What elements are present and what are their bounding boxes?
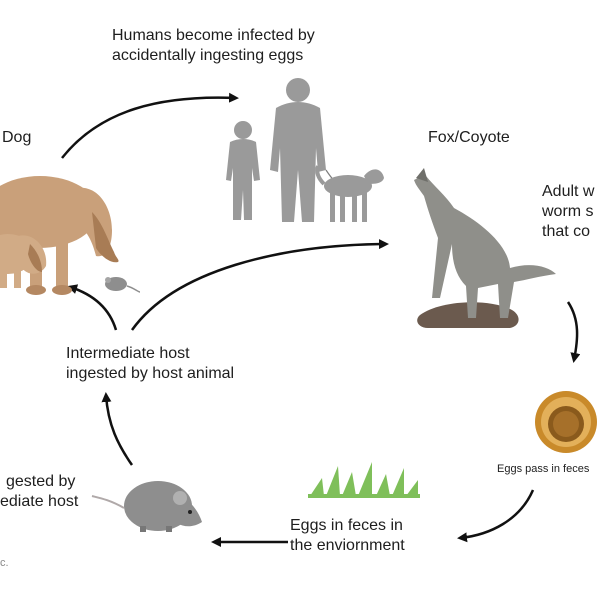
- label-intermediate-line1: Intermediate host: [66, 345, 190, 362]
- arrow-mouse-to-intermediate: [101, 392, 134, 466]
- arrow-intermediate-to-fox: [130, 239, 389, 331]
- humans-illustration: [226, 78, 384, 222]
- label-adult-line2: worm s: [542, 203, 594, 220]
- label-humans-line2: accidentally ingesting eggs: [112, 47, 304, 64]
- arrow-eggs-to-environment: [457, 489, 535, 543]
- arrow-dog-to-humans: [61, 92, 239, 159]
- mouse-illustration: [91, 481, 202, 532]
- label-intermediate-host: Intermediate host ingested by host anima…: [66, 344, 234, 384]
- label-eggs-env-line1: Eggs in feces in: [290, 517, 403, 534]
- label-eggs-environment: Eggs in feces in the enviornment: [290, 516, 405, 556]
- label-ingested-line1: gested by: [6, 473, 76, 490]
- egg-illustration: [535, 391, 597, 453]
- arrow-intermediate-to-dog: [67, 284, 118, 331]
- small-mouse-illustration: [105, 277, 141, 293]
- label-dog: Dog: [2, 129, 32, 146]
- dog-illustration: [0, 176, 119, 295]
- label-eggs-env-line2: the enviornment: [290, 537, 405, 554]
- label-ingested-line2: ediate host: [0, 493, 79, 510]
- label-adult-worm: Adult w worm s that co: [542, 182, 594, 242]
- label-adult-line3: that co: [542, 223, 591, 240]
- label-humans: Humans become infected by accidentally i…: [112, 26, 315, 66]
- label-adult-line1: Adult w: [542, 183, 595, 200]
- fox-coyote-illustration: [414, 168, 556, 328]
- label-eggs-pass: Eggs pass in feces: [497, 463, 590, 475]
- label-fox-coyote: Fox/Coyote: [428, 129, 510, 146]
- label-humans-line1: Humans become infected by: [112, 27, 315, 44]
- label-intermediate-line2: ingested by host animal: [66, 365, 235, 382]
- cycle-arrows: [61, 92, 581, 547]
- arrow-fox-to-eggs: [566, 301, 581, 363]
- label-ingested: gested by ediate host: [0, 472, 78, 512]
- grass-illustration: [308, 462, 420, 498]
- label-credit: c.: [0, 557, 9, 569]
